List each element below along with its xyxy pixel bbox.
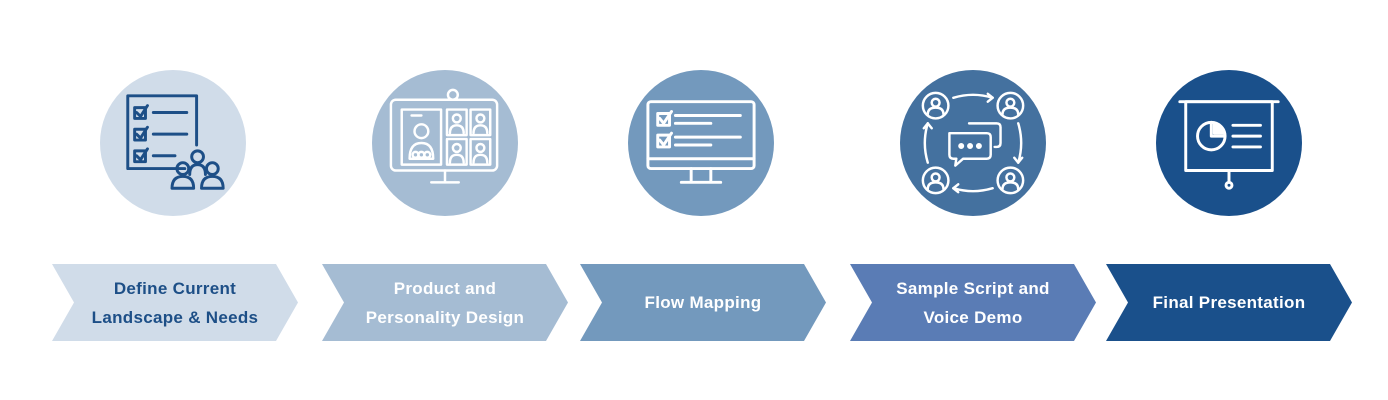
step-1-chevron: Define Current Landscape & Needs [52, 264, 298, 341]
step-3-label: Flow Mapping [621, 288, 786, 317]
checklist-team-icon [126, 94, 225, 190]
step-5-circle [1156, 70, 1302, 216]
step-5-chevron: Final Presentation [1106, 264, 1352, 341]
step-2-chevron: Product and Personality Design [322, 264, 568, 341]
step-3-chevron: Flow Mapping [580, 264, 826, 341]
step-4-label-line2: Voice Demo [923, 307, 1023, 327]
step-5-label-line1: Final Presentation [1152, 293, 1306, 312]
step-4-label-line1: Sample Script and [896, 278, 1050, 298]
step-2-circle [372, 70, 518, 216]
step-1-label-line2: Landscape & Needs [91, 307, 259, 327]
users-chat-cycle-icon [921, 91, 1025, 195]
step-3-circle [628, 70, 774, 216]
step-1-circle [100, 70, 246, 216]
step-2-label-line2: Personality Design [365, 307, 525, 327]
step-4-chevron: Sample Script and Voice Demo [850, 264, 1096, 341]
step-2-label-line1: Product and [393, 278, 497, 298]
step-1-label-line1: Define Current [113, 278, 237, 298]
step-4-label: Sample Script and Voice Demo [872, 274, 1073, 332]
monitor-checklist-icon [646, 100, 756, 184]
video-conference-icon [389, 88, 499, 184]
step-4-circle [900, 70, 1046, 216]
presentation-board-icon [1178, 100, 1280, 190]
step-5-label: Final Presentation [1129, 288, 1330, 317]
step-1-label: Define Current Landscape & Needs [68, 274, 283, 332]
step-3-label-line1: Flow Mapping [644, 293, 762, 312]
step-2-label: Product and Personality Design [342, 274, 548, 332]
